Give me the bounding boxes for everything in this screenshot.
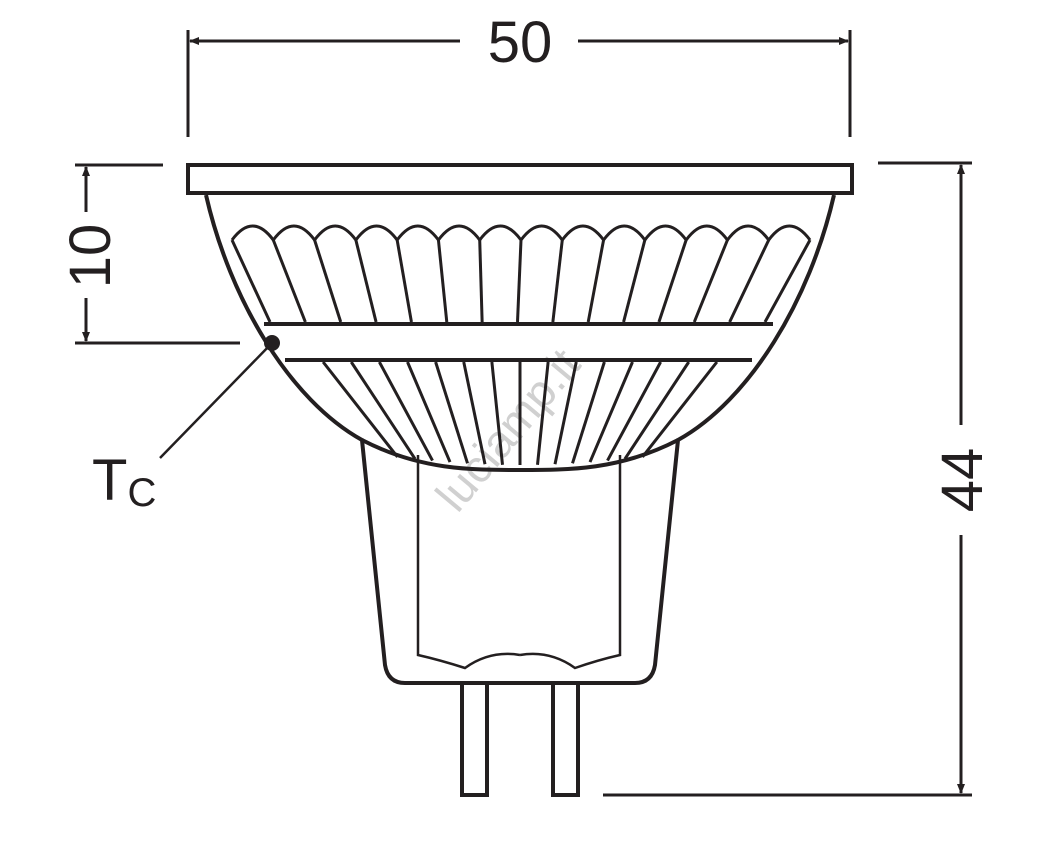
facet-lower <box>571 361 606 464</box>
reflector-bottom <box>361 438 679 473</box>
tc-label: TC <box>92 448 156 515</box>
front-rim <box>186 163 854 195</box>
facet-lower <box>378 361 434 462</box>
facet-lower <box>462 361 487 465</box>
facet-lower <box>490 361 504 465</box>
pin-right <box>551 681 580 797</box>
facet-lower <box>434 361 469 464</box>
facet-upper <box>395 239 413 323</box>
facet-lower <box>536 361 550 465</box>
facet-lower <box>641 361 719 458</box>
facet-upper <box>516 239 523 323</box>
facet-lower <box>606 361 662 462</box>
facet-upper <box>728 239 771 323</box>
facet-lower <box>349 361 417 460</box>
facet-upper <box>230 239 272 323</box>
band-dimension: 10 <box>58 163 240 345</box>
facet-upper <box>271 239 307 323</box>
facet-lower <box>588 361 634 463</box>
facet-upper <box>692 239 729 323</box>
watermark: luciamp.it <box>425 338 590 520</box>
height-value: 44 <box>930 448 995 513</box>
base-inner-lines <box>416 455 622 670</box>
facet-upper <box>622 239 647 323</box>
facet-lower <box>321 361 399 458</box>
facet-lower <box>406 361 452 463</box>
facet-upper <box>586 239 606 323</box>
height-dimension: 44 <box>603 161 995 797</box>
facet-upper <box>763 239 812 323</box>
reflector-facets <box>230 224 812 465</box>
facet-upper <box>551 239 564 323</box>
facet-lower <box>623 361 691 460</box>
facet-upper <box>478 239 484 323</box>
facet-upper <box>354 239 378 323</box>
width-dimension: 50 <box>186 10 852 137</box>
tc-marker: TC <box>92 335 280 515</box>
width-value: 50 <box>488 10 553 75</box>
band-value: 10 <box>58 224 123 289</box>
facet-upper <box>436 239 449 323</box>
facet-upper <box>313 239 343 323</box>
facet-upper <box>657 239 688 323</box>
lamp-body <box>186 163 854 797</box>
facet-scallops <box>230 224 812 243</box>
facet-lower <box>553 361 578 465</box>
pin-left <box>460 681 489 797</box>
